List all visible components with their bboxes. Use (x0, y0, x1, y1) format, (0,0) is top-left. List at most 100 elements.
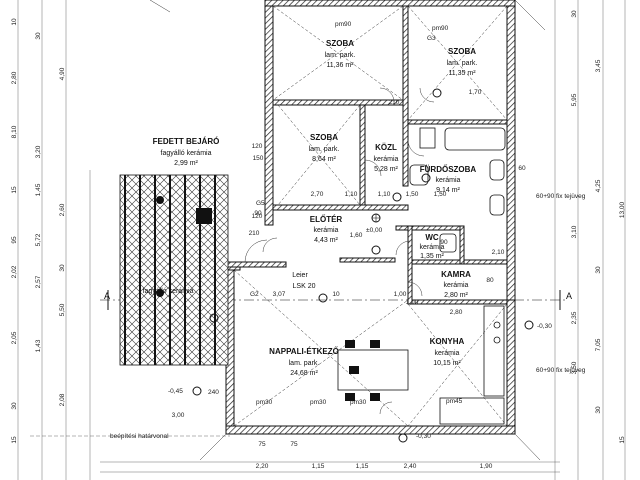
dimension-text: 90 (440, 239, 448, 246)
dimension-text: 2,70 (311, 191, 324, 198)
room-area: 8,64 m² (312, 156, 336, 163)
dimension-text: 30 (11, 402, 18, 410)
room-name: SZOBA (326, 39, 354, 48)
room-label-kozl: KÖZL kerámia 5,28 m² (374, 143, 399, 173)
room-name: FEDETT BEJÁRÓ (153, 137, 220, 146)
window-note: 60+90 fix tejüveg (536, 193, 586, 200)
room-label-nappali: NAPPALI-ÉTKEZŐ lam. park. 24,68 m² (269, 347, 339, 377)
boundary-label: beépítési határvonal (110, 433, 169, 440)
section-mark-left: A (104, 291, 110, 301)
dimension-text: 80 (486, 277, 494, 284)
level-m030: -0,30 (537, 323, 552, 330)
dimension-text: 95 (11, 236, 18, 244)
dimension-text: 150 (253, 155, 264, 162)
dimension-text: 30 (35, 32, 42, 40)
dimension-text: 1,00 (406, 299, 419, 306)
room-name: WC (425, 233, 439, 242)
room-area: 10,15 m² (433, 360, 461, 367)
room-name: KÖZL (375, 143, 397, 152)
room-area: 24,68 m² (290, 370, 318, 377)
dimension-text: 2,08 (59, 393, 66, 406)
right-dimension-chains (554, 0, 626, 480)
dimension-text: 90 (254, 210, 262, 217)
dimension-text: 1,43 (35, 339, 42, 352)
dimension-text: 2,40 (404, 463, 417, 470)
bottom-dimension-texts: 2,20 1,15 1,15 2,40 1,90 3,00 (172, 412, 493, 470)
dimension-text: 1,15 (356, 463, 369, 470)
dimension-text: 4,25 (595, 179, 602, 192)
level-markers (192, 88, 534, 443)
room-area: 2,80 m² (444, 292, 468, 299)
dimension-text: 5,95 (571, 93, 578, 106)
room-floor: lam. park. (325, 52, 356, 59)
room-area: 11,35 m² (448, 70, 476, 77)
left-dimension-chains (17, 0, 91, 480)
dimension-text: 7,05 (595, 338, 602, 351)
dimension-text: 1,90 (480, 463, 493, 470)
room-name: FÜRDŐSZOBA (420, 165, 477, 174)
dimension-text: 1,70 (469, 89, 482, 96)
room-floor: kerámia (420, 244, 445, 251)
room-area: 4,43 m² (314, 237, 338, 244)
terrace-pergola (119, 174, 229, 366)
misc-labels: Leier LSK 20 A A pm90 pm90 G3 G2 G5 pm30… (104, 21, 586, 440)
room-name: KAMRA (441, 270, 471, 279)
dimension-text: 3,45 (595, 59, 602, 72)
pm-label: pm90 (335, 21, 352, 28)
dimension-text: 2,10 (492, 249, 505, 256)
pm-label: pm30 (256, 399, 273, 406)
dimension-text: 2,20 (256, 463, 269, 470)
dimension-text: 1,10 (345, 191, 358, 198)
room-name: SZOBA (448, 47, 476, 56)
room-floor: kerámia (374, 156, 399, 163)
dimension-text: 5,72 (35, 233, 42, 246)
dimension-text: 1,50 (434, 191, 447, 198)
dimension-text: 3,07 (273, 291, 286, 298)
dimension-text: 30 (571, 10, 578, 18)
room-name: NAPPALI-ÉTKEZŐ (269, 347, 339, 356)
bottom-dimension-chain (30, 435, 560, 473)
dimension-text: 2,02 (11, 265, 18, 278)
room-label-konyha: KONYHA kerámia 10,15 m² (430, 337, 465, 367)
dimension-text: 15 (619, 436, 626, 444)
g2-label: G2 (250, 291, 259, 298)
code-240: 240 (208, 389, 219, 396)
room-label-kamra: KAMRA kerámia 2,80 m² (441, 270, 471, 299)
leier-label: Leier (292, 272, 308, 279)
dimension-text: 2,80 (450, 309, 463, 316)
room-floor: lam. park. (309, 146, 340, 153)
dimension-text: 3,00 (172, 412, 185, 419)
room-area: 11,36 m² (326, 62, 354, 69)
dimension-text: 75 (290, 441, 298, 448)
dimension-text: 30 (59, 264, 66, 272)
dimension-text: 1,50 (406, 191, 419, 198)
room-area: 9,14 m² (436, 187, 460, 194)
room-label-bejaro: FEDETT BEJÁRÓ fagyálló kerámia 2,99 m² (153, 137, 220, 167)
dimension-text: 1,15 (312, 463, 325, 470)
room-floor: fagyálló kerámia (161, 150, 212, 157)
room-label-szoba-1: SZOBA lam. park. 11,36 m² (325, 39, 356, 69)
dimension-text: 30 (595, 406, 602, 414)
dimension-text: 2,35 (571, 311, 578, 324)
dimension-text: 3,10 (571, 225, 578, 238)
dimension-text: 210 (389, 99, 400, 106)
dimension-text: 30 (595, 266, 602, 274)
level-zero: ±0,00 (366, 227, 383, 234)
dimension-text: 2,60 (59, 203, 66, 216)
dimension-text: 1,10 (378, 191, 391, 198)
g3-label: G3 (427, 35, 436, 42)
room-label-eloter: ELŐTÉR kerámia 4,43 m² (310, 215, 343, 244)
kitchen-furniture (337, 305, 505, 425)
g5-label: G5 (256, 200, 265, 207)
room-floor: kerámia (435, 350, 460, 357)
bathroom-fixtures (409, 127, 506, 253)
dimension-text: 8,10 (11, 125, 18, 138)
dimension-text: 5,50 (59, 303, 66, 316)
dimension-text: 120 (252, 213, 263, 220)
level-m045: -0,45 (168, 388, 183, 395)
section-mark-right: A (566, 291, 572, 301)
room-floor: kerámia (314, 227, 339, 234)
